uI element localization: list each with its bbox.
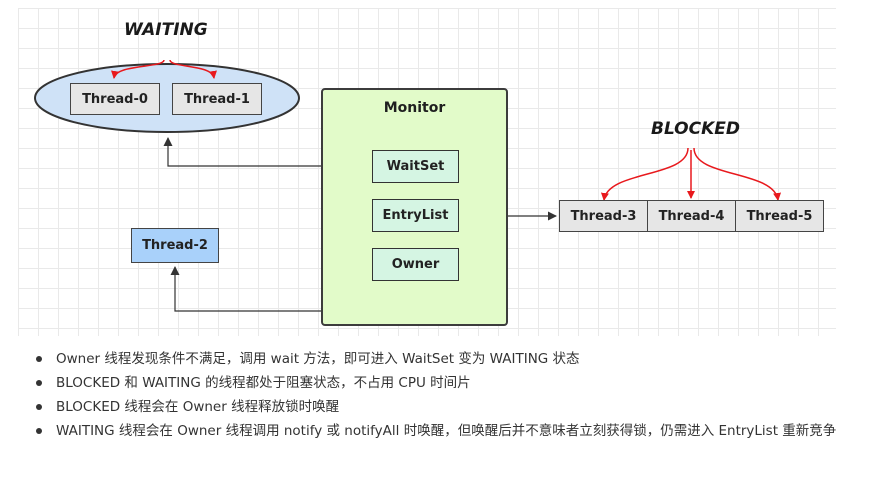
- waiting-ellipse: [34, 63, 300, 133]
- thread-5-box: Thread-5: [735, 200, 824, 232]
- thread-1-box: Thread-1: [172, 83, 262, 115]
- blocked-state-label: BLOCKED: [651, 119, 741, 139]
- note-item: Owner 线程发现条件不满足，调用 wait 方法，即可进入 WaitSet …: [34, 347, 854, 371]
- thread-3-box: Thread-3: [559, 200, 648, 232]
- waiting-state-label: WAITING: [124, 20, 208, 40]
- owner-box: Owner: [372, 248, 459, 281]
- waiting-arrow-left: [111, 59, 165, 79]
- waiting-arrow-right: [169, 59, 217, 79]
- notes-list: Owner 线程发现条件不满足，调用 wait 方法，即可进入 WaitSet …: [34, 347, 854, 443]
- note-item: BLOCKED 和 WAITING 的线程都处于阻塞状态，不占用 CPU 时间片: [34, 371, 854, 395]
- blocked-arrow-right: [693, 147, 782, 201]
- note-item: WAITING 线程会在 Owner 线程调用 notify 或 notifyA…: [34, 419, 854, 443]
- waitset-to-waiting-arrow: [163, 137, 373, 167]
- waitset-box: WaitSet: [372, 150, 459, 183]
- note-item: BLOCKED 线程会在 Owner 线程释放锁时唤醒: [34, 395, 854, 419]
- entrylist-box: EntryList: [372, 199, 459, 232]
- monitor-title: Monitor: [383, 100, 446, 116]
- thread-2-box: Thread-2: [131, 228, 219, 263]
- blocked-arrow-left: [600, 147, 689, 201]
- thread-4-box: Thread-4: [647, 200, 736, 232]
- monitor-diagram: WAITING BLOCKED Thread-0 Thread-1 Monito…: [18, 8, 836, 336]
- thread-0-box: Thread-0: [70, 83, 160, 115]
